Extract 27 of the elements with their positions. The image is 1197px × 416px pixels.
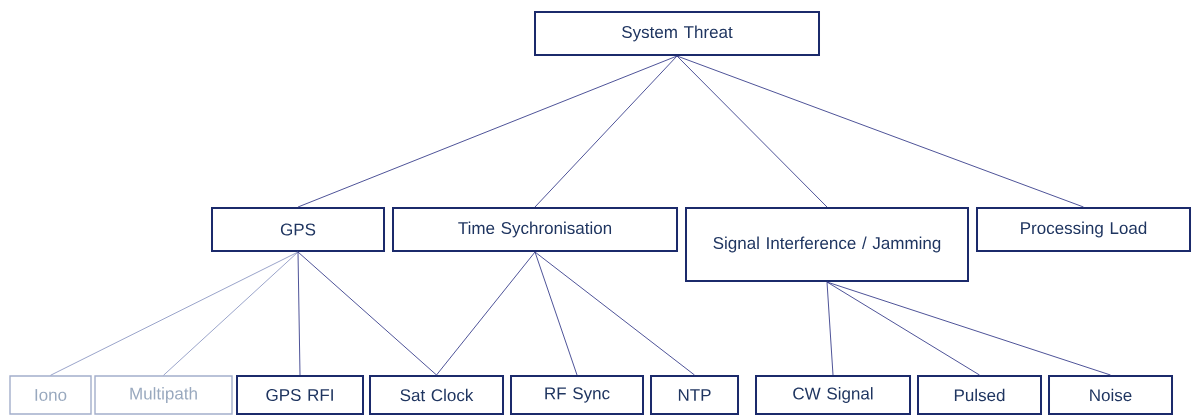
connector-line <box>297 251 301 376</box>
category-box: NTP <box>650 375 739 415</box>
category-box: Pulsed <box>917 375 1042 415</box>
category-box: CW Signal <box>755 375 911 415</box>
connector-line <box>826 281 980 376</box>
connector-line <box>826 281 1111 376</box>
category-box: Processing Load <box>976 207 1191 252</box>
category-box: Iono <box>9 375 92 415</box>
connector-line <box>534 251 578 376</box>
category-box: GPS RFI <box>236 375 364 415</box>
connector-line <box>297 55 678 208</box>
connector-line <box>534 251 695 376</box>
category-box: Signal Interference / Jamming <box>685 207 969 282</box>
connector-line <box>163 251 299 376</box>
category-box: Sat Clock <box>369 375 504 415</box>
connector-line <box>297 251 437 376</box>
category-box: RF Sync <box>510 375 644 415</box>
connector-line <box>676 55 828 208</box>
connector-line <box>436 251 536 376</box>
category-box: Multipath <box>94 375 233 415</box>
connector-line <box>826 281 834 376</box>
category-box: Time Sychronisation <box>392 207 678 252</box>
connector-line <box>676 55 1084 208</box>
category-box: Noise <box>1048 375 1173 415</box>
category-box: System Threat <box>534 11 820 56</box>
connector-line <box>534 55 678 208</box>
category-box: GPS <box>211 207 385 252</box>
